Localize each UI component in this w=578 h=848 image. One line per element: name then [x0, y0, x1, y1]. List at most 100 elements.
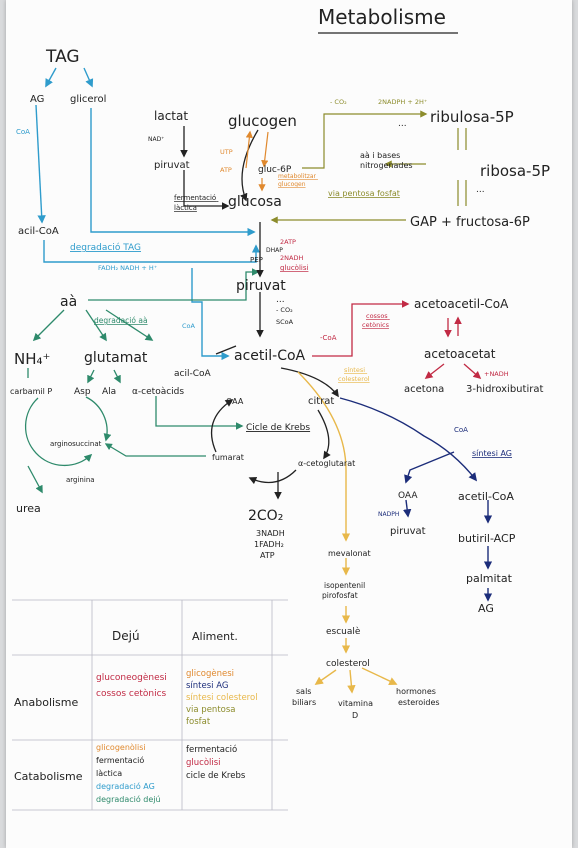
krebs-products-label: 3NADH 1FADH₂ ATP	[254, 529, 287, 560]
lactat-label: lactat	[154, 109, 188, 123]
fermentacio-lactica-line2: làctica	[174, 204, 197, 212]
piruvat-bottom-label: piruvat	[390, 526, 426, 537]
oaa-label: OAA	[226, 397, 244, 406]
glucosa-label: glucosa	[228, 194, 282, 210]
degradacio-aa-label: degradació aà	[94, 316, 148, 325]
dots-piruvat: ...	[276, 295, 285, 305]
hidroxibutirat-label: 3-hidroxibutirat	[466, 384, 543, 395]
table-col-deju: Dejú	[112, 629, 140, 643]
table-cell-entry: síntesi colesterol	[186, 693, 258, 703]
glutamat-label: glutamat	[84, 350, 148, 366]
coa-left-label: CoA	[16, 128, 30, 136]
arginosuccinat-label: arginosuccinat	[50, 440, 102, 448]
oaa2-label: OAA	[398, 491, 418, 501]
ribosa-label: ribosa-5P	[480, 162, 550, 180]
fermentacio-lactica-label: fermentació làctica	[174, 194, 218, 212]
acetoacetat-label: acetoacetat	[424, 347, 496, 361]
summary-table-grid	[12, 599, 288, 811]
degradacio-tag-label: degradació TAG	[70, 242, 141, 253]
vitamina-line1: vitamina	[338, 699, 373, 708]
dots-ribosa: ...	[476, 185, 485, 195]
table-cell-entry: glicogenòlisi	[96, 742, 146, 752]
nad-label: NAD⁺	[148, 136, 164, 143]
glycogen-arrows	[245, 130, 269, 192]
utp-label: UTP	[220, 148, 233, 156]
aminoacid-degradation-arrows	[24, 268, 260, 494]
table-cell-entry: degradació dejú	[96, 794, 161, 804]
arginina-label: arginina	[66, 476, 95, 484]
two-nadh-label: 2NADH	[280, 254, 303, 262]
table-row-catabolisme: Catabolisme	[14, 770, 83, 783]
ketogenesis-arrows	[312, 300, 482, 380]
metabolitzar-line1: metabolitzar	[278, 173, 317, 180]
table-cell-entry: cicle de Krebs	[186, 771, 246, 781]
acetona-label: acetona	[404, 384, 444, 395]
cossos-cetonics-label: cossos cetònics	[362, 312, 390, 329]
nadph-label: NADPH	[378, 511, 399, 518]
isopentenil-line2: pirofosfat	[322, 591, 358, 600]
fumarat-label: fumarat	[212, 453, 244, 462]
table-cell-entry: síntesi AG	[186, 681, 228, 691]
ala-label: Ala	[102, 387, 116, 397]
cossos-line2: cetònics	[362, 321, 390, 329]
aa-bases-line1: aà i bases	[360, 151, 400, 160]
citrat-label: citrat	[308, 396, 334, 407]
table-cell-entry: làctica	[96, 769, 122, 778]
vitamina-line2: D	[352, 711, 358, 720]
acetil-coa-right-label: acetil-CoA	[458, 490, 514, 503]
table-row-anabolisme: Anabolisme	[14, 696, 79, 709]
sintesi-ag-label: síntesi AG	[472, 449, 512, 458]
metabolitzar-line2: glucogen	[278, 181, 306, 188]
isopentenil-label: isopentenil pirofosfat	[322, 581, 368, 600]
ag-bottom-label: AG	[478, 602, 494, 615]
coa-acil-label: CoA	[182, 322, 196, 330]
core-pathway-arrows	[180, 126, 339, 500]
pentose-phosphate-arrows	[270, 110, 467, 224]
fermentacio-lactica-line1: fermentació	[174, 194, 216, 202]
acil-coa-mid-label: acil-CoA	[174, 369, 212, 379]
table-cell-entry: via pentosa	[186, 705, 236, 715]
sintesi-col-line2: colesterol	[338, 375, 370, 383]
cicle-krebs-label: Cicle de Krebs	[246, 423, 310, 433]
ribulosa-label: ribulosa-5P	[430, 108, 514, 126]
metabolism-diagram: Metabolisme	[10, 5, 550, 811]
table-cell-entry: glicogènesi	[186, 668, 234, 679]
minus-co2-top-label: - CO₂	[330, 98, 347, 106]
acetil-coa-label: acetil-CoA	[234, 348, 306, 364]
aa-bases-label: aà i bases nitrogenades	[360, 151, 413, 170]
butiril-label: butiril-ACP	[458, 532, 516, 545]
glucogen-label: glucogen	[228, 112, 297, 130]
minus-co2-main-label: - CO₂	[276, 306, 293, 314]
gap-fructosa-label: GAP + fructosa-6P	[410, 215, 530, 230]
two-co2-label: 2CO₂	[248, 508, 283, 524]
coa-minus-label: -CoA	[320, 334, 337, 342]
mevalonat-label: mevalonat	[328, 549, 371, 558]
table-cell-entry: degradació AG	[96, 781, 155, 791]
table-cell-entry: cossos cetònics	[96, 688, 167, 699]
aa-bases-line2: nitrogenades	[360, 161, 413, 170]
krebs-prod-line3: ATP	[260, 551, 275, 560]
cell-catabolisme-deju: glicogenòlisifermentaciólàcticadegradaci…	[96, 742, 161, 804]
dhap-label: DHAP	[266, 247, 283, 254]
table-col-aliment: Aliment.	[192, 630, 238, 643]
carbamil-p-label: carbamil P	[10, 387, 52, 396]
pep-label: PEP	[250, 256, 263, 264]
nadh-plus-label: +NADH	[484, 370, 509, 378]
page-title: Metabolisme	[318, 5, 446, 29]
hormones-line2: esteroides	[398, 698, 440, 707]
hormones-line1: hormones	[396, 687, 436, 696]
via-pentosa-label: via pentosa fosfat	[328, 189, 400, 198]
krebs-prod-line1: 3NADH	[256, 529, 285, 538]
krebs-link-arrows	[104, 443, 206, 457]
sintesi-col-line1: síntesi	[344, 366, 365, 374]
fattyacid-synthesis-arrows	[339, 397, 493, 602]
sals-biliars-label: sals biliars	[292, 687, 316, 707]
scoa-label: SCoA	[276, 318, 294, 326]
piruvat-mid-label: piruvat	[154, 160, 190, 171]
metabolitzar-glucogen-label: metabolitzar glucogen	[278, 173, 318, 188]
alfa-cetoglutarat-label: α-cetoglutarat	[298, 459, 355, 468]
cell-anabolisme-aliment: glicogènesi síntesi AG síntesi colesterol v…	[186, 668, 258, 727]
palmitat-label: palmitat	[466, 572, 513, 585]
table-cell-entry: glucòlisi	[186, 757, 221, 768]
